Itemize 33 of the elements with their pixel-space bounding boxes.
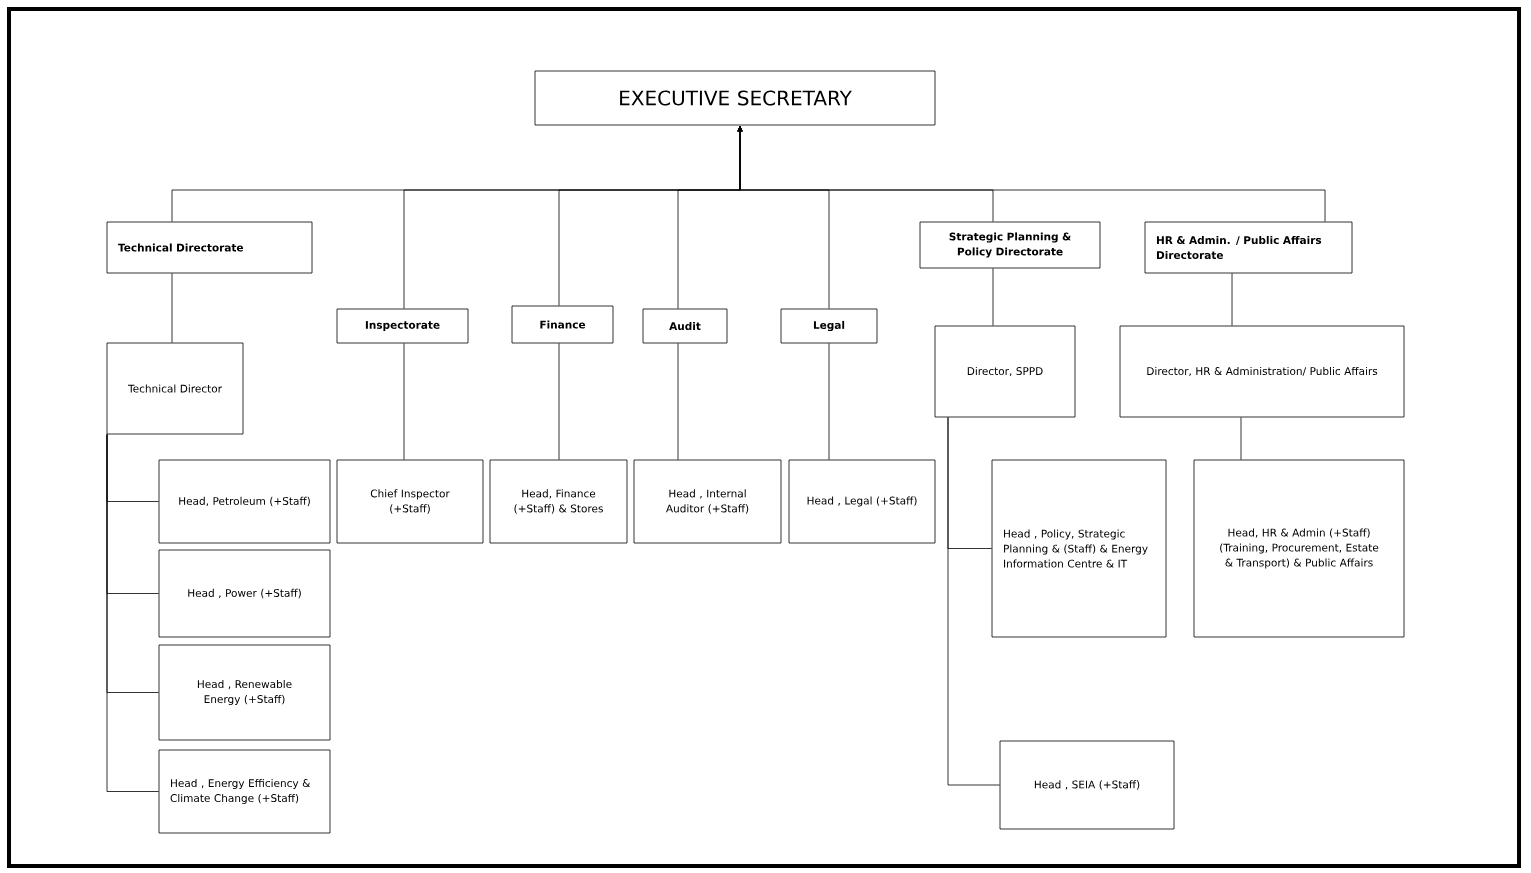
position-box: Head , Energy Efficiency & Climate Change (+Staff) xyxy=(158,749,331,834)
position-box: Head , SEIA (+Staff) xyxy=(999,740,1175,830)
title-box: EXECUTIVE SECRETARY xyxy=(534,70,936,126)
connector xyxy=(171,273,173,343)
connector xyxy=(828,343,830,460)
position-box: Head, Petroleum (+Staff) xyxy=(158,459,331,544)
position-box: Head , Internal Auditor (+Staff) xyxy=(633,459,782,544)
directorate-box: Strategic Planning & Policy Directorate xyxy=(919,221,1101,269)
connector xyxy=(1240,417,1242,460)
position-box: Head, Finance (+Staff) & Stores xyxy=(489,459,628,544)
connector xyxy=(1231,273,1233,326)
directorate-box: HR & Admin. / Public Affairs Directorate xyxy=(1144,221,1353,274)
position-box: Chief Inspector (+Staff) xyxy=(336,459,484,544)
position-box: Head , Power (+Staff) xyxy=(158,549,331,638)
position-box: Director, HR & Administration/ Public Affairs xyxy=(1119,325,1405,418)
position-box: Head , Policy, Strategic Planning & (Staff) & Energy Information Centre & IT xyxy=(991,459,1167,638)
position-box: Head, HR & Admin (+Staff) (Training, Procurement, Estate & Transport) & Public Affairs xyxy=(1193,459,1405,638)
connector xyxy=(558,343,560,460)
connector xyxy=(947,417,1000,786)
connector xyxy=(403,343,405,460)
directorate-box: Inspectorate xyxy=(336,308,469,344)
connector xyxy=(106,434,159,792)
directorate-box: Legal xyxy=(780,308,878,344)
directorate-box: Technical Directorate xyxy=(106,221,313,274)
position-box: Technical Director xyxy=(106,342,244,435)
connector xyxy=(992,268,994,326)
position-box: Director, SPPD xyxy=(934,325,1076,418)
position-box: Head , Legal (+Staff) xyxy=(788,459,936,544)
directorate-box: Audit xyxy=(642,308,728,344)
position-box: Head , Renewable Energy (+Staff) xyxy=(158,644,331,741)
directorate-box: Finance xyxy=(511,305,614,344)
connector xyxy=(737,126,1326,222)
connector xyxy=(677,343,679,460)
